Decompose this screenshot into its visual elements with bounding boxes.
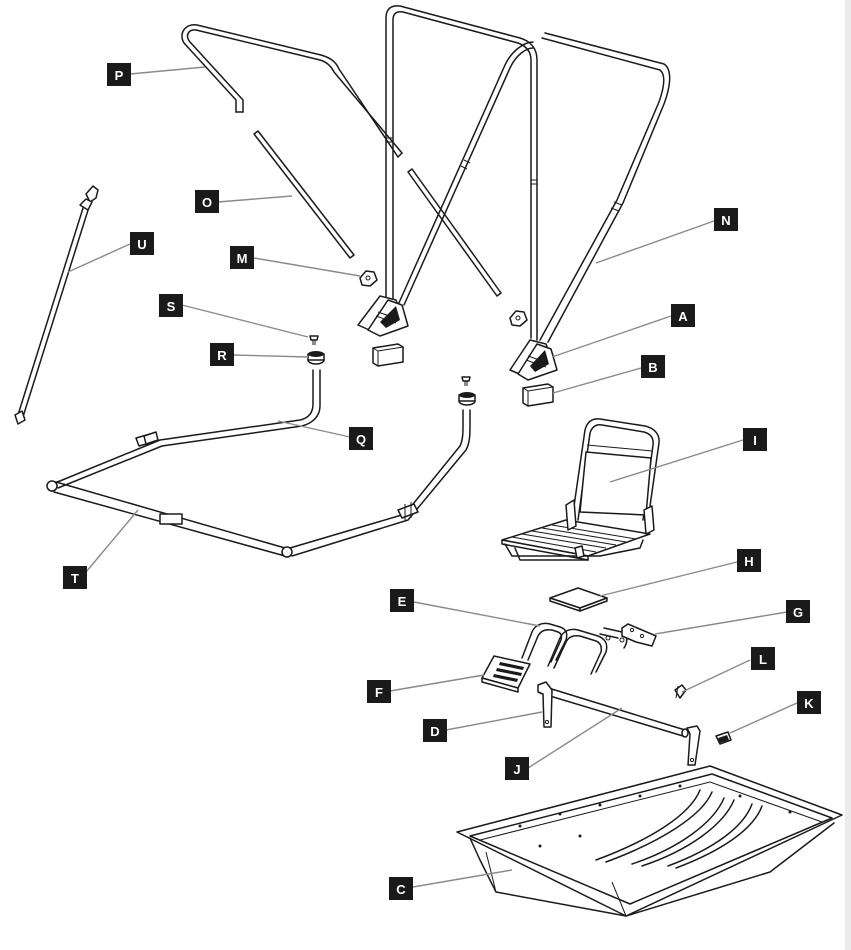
leader-t xyxy=(85,509,139,573)
leader-p xyxy=(129,66,206,75)
part-label-p: P xyxy=(107,63,131,86)
leader-m xyxy=(253,257,361,277)
leader-r xyxy=(233,354,309,358)
part-p-frame-tube xyxy=(181,24,403,158)
part-label-s: S xyxy=(159,294,183,317)
leader-d xyxy=(445,711,543,731)
svg-text:R: R xyxy=(217,348,227,363)
leader-u xyxy=(67,243,131,273)
leader-a xyxy=(551,315,672,358)
part-n-frame-tube xyxy=(539,32,671,343)
part-rear-hoop xyxy=(385,5,538,341)
part-label-n: N xyxy=(714,208,738,231)
part-r-bushing-right xyxy=(458,392,476,406)
part-label-e: E xyxy=(390,589,414,612)
svg-text:J: J xyxy=(513,762,520,777)
part-f-foot-plate xyxy=(481,655,531,693)
svg-text:L: L xyxy=(759,652,767,667)
part-a-left-bracket xyxy=(357,295,409,337)
part-label-h: H xyxy=(737,549,761,572)
svg-text:N: N xyxy=(721,213,730,228)
part-label-m: M xyxy=(230,246,254,269)
part-diagonal-brace xyxy=(397,41,534,306)
leader-g xyxy=(654,611,788,635)
part-label-r: R xyxy=(210,343,234,366)
svg-text:C: C xyxy=(396,882,406,897)
leader-n xyxy=(595,220,715,264)
part-b-block-left xyxy=(372,343,404,367)
part-label-b: B xyxy=(641,355,665,378)
part-label-f: F xyxy=(367,680,391,703)
part-label-g: G xyxy=(786,600,810,623)
part-c-sled-tub xyxy=(456,765,843,917)
svg-text:F: F xyxy=(375,685,383,700)
part-d-arms xyxy=(537,681,701,766)
svg-text:S: S xyxy=(167,299,176,314)
part-label-k: K xyxy=(797,691,821,714)
svg-text:O: O xyxy=(202,195,212,210)
svg-text:G: G xyxy=(793,605,803,620)
part-label-t: T xyxy=(63,566,87,589)
leader-h xyxy=(599,561,738,597)
part-q-t-base-frame xyxy=(46,369,471,558)
part-label-q: Q xyxy=(349,427,373,450)
leader-e xyxy=(413,601,541,627)
leader-b xyxy=(552,367,642,394)
leader-c xyxy=(412,869,513,888)
svg-text:M: M xyxy=(237,251,248,266)
part-s-bolt xyxy=(309,335,319,345)
part-e-seat-brackets xyxy=(521,622,628,675)
part-m-knob-right xyxy=(509,310,528,327)
part-m-knob xyxy=(359,270,378,287)
part-j-axle xyxy=(539,685,689,738)
part-k-knob xyxy=(715,731,732,745)
part-label-c: C xyxy=(389,877,413,900)
svg-text:I: I xyxy=(753,433,757,448)
part-label-l: L xyxy=(751,647,775,670)
svg-text:B: B xyxy=(648,360,657,375)
svg-text:P: P xyxy=(115,68,124,83)
svg-text:T: T xyxy=(71,571,79,586)
svg-text:E: E xyxy=(398,594,407,609)
part-r-bushing xyxy=(307,351,325,365)
part-u-pole xyxy=(14,185,99,425)
leader-o xyxy=(217,195,293,203)
part-label-u: U xyxy=(130,232,154,255)
leader-q xyxy=(277,420,351,438)
leader-l xyxy=(681,659,751,693)
part-b-block-right xyxy=(522,383,554,407)
part-a-right-bracket xyxy=(509,339,558,381)
part-label-i: I xyxy=(743,428,767,451)
svg-text:D: D xyxy=(430,724,439,739)
leader-s xyxy=(181,304,309,338)
part-label-a: A xyxy=(671,304,695,327)
svg-text:K: K xyxy=(804,696,814,711)
leader-k xyxy=(729,702,798,734)
part-short-diagonal-rod xyxy=(407,168,502,297)
svg-text:H: H xyxy=(744,554,753,569)
part-o-cross-tube xyxy=(253,130,355,259)
part-label-j: J xyxy=(505,757,529,780)
scrollbar[interactable] xyxy=(845,0,851,950)
svg-text:Q: Q xyxy=(356,432,366,447)
svg-text:U: U xyxy=(137,237,146,252)
svg-text:A: A xyxy=(678,309,688,324)
part-i-seat xyxy=(501,418,660,561)
part-h-plate xyxy=(549,587,608,612)
part-s-bolt-right xyxy=(461,376,471,386)
part-g-bracket xyxy=(621,623,657,647)
leader-lines xyxy=(67,66,798,888)
leader-f xyxy=(389,674,485,692)
part-label-d: D xyxy=(423,719,447,742)
leader-j xyxy=(527,707,623,769)
part-label-o: O xyxy=(195,190,219,213)
leader-i xyxy=(609,439,744,483)
